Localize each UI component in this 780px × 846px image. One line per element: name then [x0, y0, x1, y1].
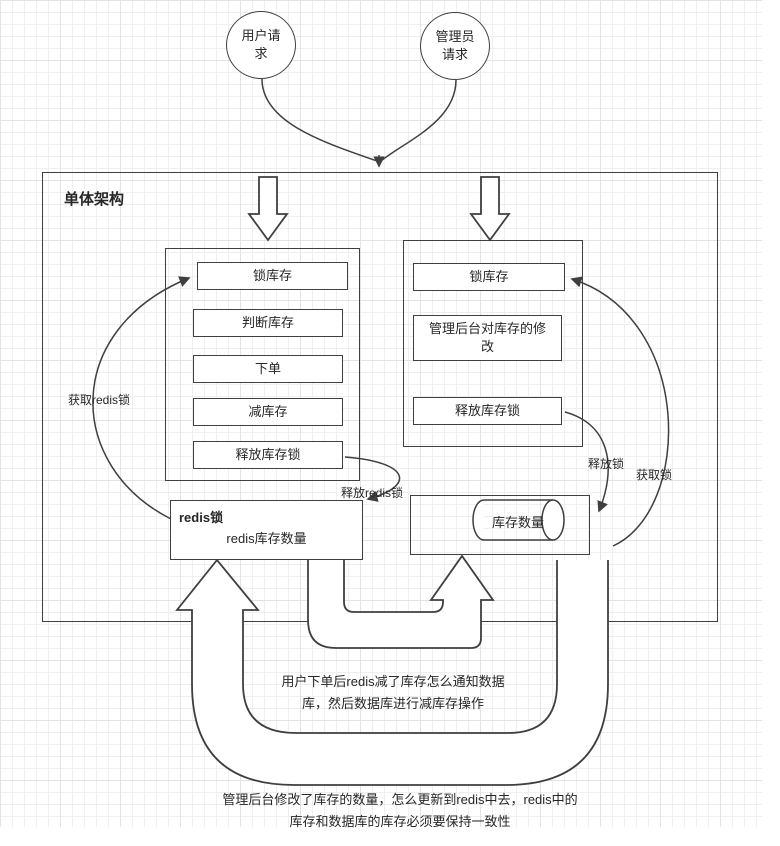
database-panel [410, 495, 590, 555]
admin-step-release-stock-lock: 释放库存锁 [413, 397, 562, 425]
admin-request-label: 管理员请求 [435, 28, 475, 62]
admin-step-lock-stock: 锁库存 [413, 263, 565, 291]
monolith-title: 单体架构 [64, 191, 125, 208]
edge-label-acquire-redis-lock: 获取redis锁 [68, 393, 131, 407]
user-request-label: 用户请求 [241, 27, 281, 61]
redis-lock-box: redis锁 redis库存数量 [170, 500, 363, 560]
note-sync-to-redis: 管理后台修改了库存的数量，怎么更新到redis中去，redis中的库存和数据库的… [222, 792, 578, 830]
user-step-place-order: 下单 [193, 355, 343, 383]
admin-step-modify-stock: 管理后台对库存的修改 [413, 315, 562, 361]
user-flow-container [165, 248, 360, 481]
edge-label-release-redis-lock: 释放redis锁 [341, 486, 404, 500]
redis-stock-label: redis库存数量 [226, 531, 307, 546]
note-sync-to-db: 用户下单后redis减了库存怎么通知数据库，然后数据库进行减库存操作 [281, 674, 505, 712]
edge-label-acquire-lock: 获取锁 [636, 468, 673, 482]
edge-label-release-lock: 释放锁 [588, 457, 625, 471]
database-label: 库存数量 [491, 515, 544, 530]
user-request-node: 用户请求 [226, 11, 296, 79]
redis-lock-title: redis锁 [179, 510, 224, 525]
monolith-container [42, 172, 718, 622]
admin-flow-container [403, 240, 583, 447]
admin-request-node: 管理员请求 [420, 12, 490, 80]
user-step-release-stock-lock: 释放库存锁 [193, 441, 343, 469]
user-step-check-stock: 判断库存 [193, 309, 343, 337]
user-step-lock-stock: 锁库存 [197, 262, 348, 290]
user-step-reduce-stock: 减库存 [193, 398, 343, 426]
